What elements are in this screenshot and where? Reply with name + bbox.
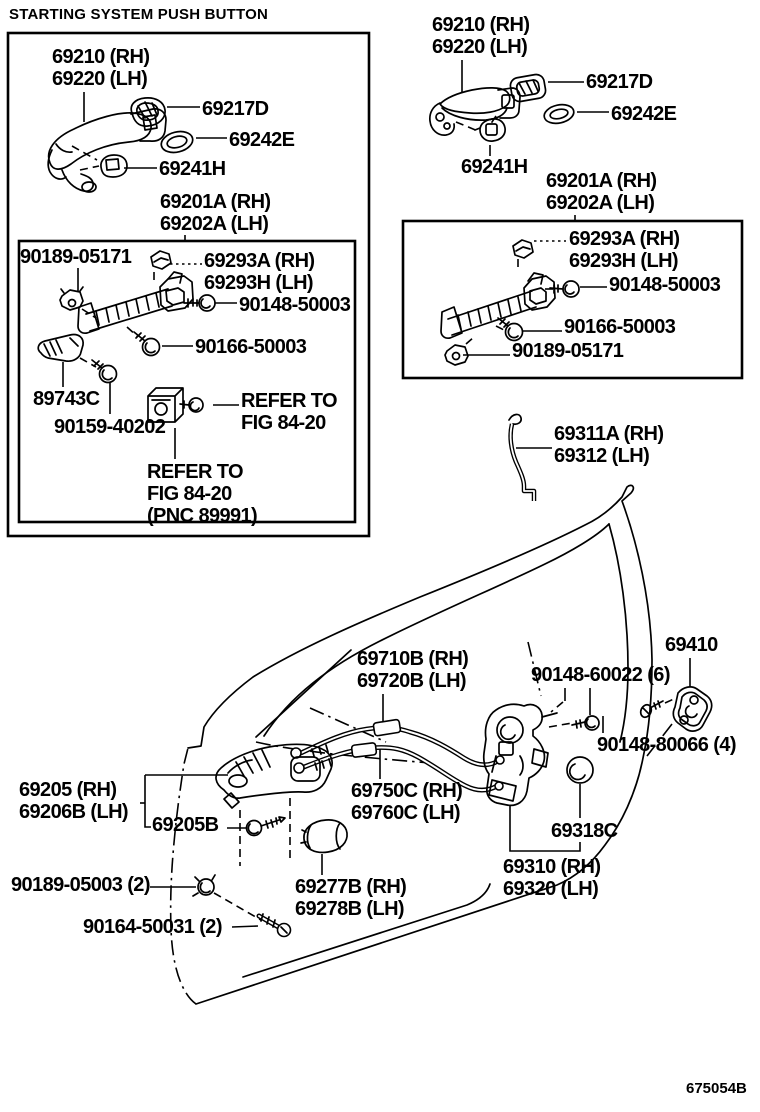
screw-90166-50003-left-drawing <box>133 331 161 357</box>
part-label-handle-cap-left: 69241H <box>159 158 226 180</box>
handle-pad-right-drawing <box>543 103 575 125</box>
part-label-screw-69205b: 69205B <box>152 814 219 836</box>
screw-90148-80066-drawing <box>639 700 664 719</box>
part-label-handle-cover-right: 69217D <box>586 71 653 93</box>
lever-89743c-drawing <box>37 333 84 362</box>
door-panel-drawing <box>169 484 673 1005</box>
part-label-handle-cover-left: 69217D <box>202 98 269 120</box>
bezel-69277b-drawing <box>300 819 348 854</box>
clip-90189-05003-drawing <box>192 874 216 897</box>
diagram-title: STARTING SYSTEM PUSH BUTTON <box>9 6 269 23</box>
handle-cover-right-drawing <box>509 73 547 103</box>
part-label-inside-handle: 69205 (RH) 69206B (LH) <box>19 779 129 823</box>
screw-90148-50003-left-drawing <box>183 294 216 312</box>
part-label-clip-90189-05171-left: 90189-05171 <box>20 246 132 268</box>
lock-rod-drawing <box>508 413 537 501</box>
part-label-lever-89743c: 89743C <box>33 388 100 410</box>
handle-cap-left-drawing <box>100 154 128 178</box>
handle-cover-left-drawing <box>130 97 166 127</box>
callout-box-left <box>6 31 371 538</box>
screw-90166-50003-right-drawing <box>497 317 524 342</box>
handle-pad-left-drawing <box>160 130 194 154</box>
callout-box-left-inner <box>17 239 357 524</box>
frame-bracket-left-drawing <box>77 271 194 335</box>
clip-69293-left-drawing <box>150 250 172 270</box>
part-label-clip-90189-05003: 90189-05003 (2) <box>11 874 151 896</box>
part-label-striker-69410: 69410 <box>665 634 718 656</box>
part-label-clip-69293-left: 69293A (RH) 69293H (LH) <box>204 250 315 294</box>
screw-90148-50003-right-drawing <box>549 280 580 298</box>
part-label-refer-fig-84-20: REFER TO FIG 84-20 <box>241 390 338 434</box>
frame-bracket-right-drawing <box>440 272 556 340</box>
grommet-69318c-drawing <box>566 756 594 784</box>
outside-handle-left-drawing <box>47 108 167 193</box>
part-label-cable-upper: 69710B (RH) 69720B (LH) <box>357 648 469 692</box>
part-label-cable-lower: 69750C (RH) 69760C (LH) <box>351 780 463 824</box>
clip-69293-right-drawing <box>512 239 534 259</box>
screw-90164-50031-drawing <box>256 913 292 938</box>
handle-cap-right-drawing <box>474 118 506 142</box>
part-label-refer-fig-84-20-pnc: REFER TO FIG 84-20 (PNC 89991) <box>147 461 258 527</box>
part-label-grommet-69318c: 69318C <box>551 820 618 842</box>
outside-handle-right-drawing <box>429 87 521 136</box>
part-label-screw-90166-50003-left: 90166-50003 <box>195 336 307 358</box>
assembly-dashed-lines <box>71 115 677 921</box>
figure-code: 675054B <box>686 1080 747 1097</box>
part-label-screw-90164-50031: 90164-50031 (2) <box>83 916 223 938</box>
part-label-handle-cap-right: 69241H <box>461 156 528 178</box>
part-label-lock-rod: 69311A (RH) 69312 (LH) <box>554 423 664 467</box>
part-label-handle-frame-right: 69201A (RH) 69202A (LH) <box>546 170 657 214</box>
part-label-handle-pad-left: 69242E <box>229 129 295 151</box>
inside-handle-drawing <box>215 743 333 809</box>
part-label-clip-69293-right: 69293A (RH) 69293H (LH) <box>569 228 680 272</box>
part-label-screw-90148-80066: 90148-80066 (4) <box>597 734 737 756</box>
part-label-door-lock: 69310 (RH) 69320 (LH) <box>503 856 601 900</box>
part-label-outside-handle-right: 69210 (RH) 69220 (LH) <box>432 14 530 58</box>
lock-cables-drawing <box>290 718 505 793</box>
clip-90189-05171-right-drawing <box>444 344 469 366</box>
callout-box-right <box>401 219 744 380</box>
part-label-bezel-69277b: 69277B (RH) 69278B (LH) <box>295 876 407 920</box>
screw-90159-40202-drawing <box>91 359 118 384</box>
push-button-sensor-drawing <box>147 387 204 423</box>
part-label-screw-90148-50003-left: 90148-50003 <box>239 294 351 316</box>
part-label-outside-handle-left: 69210 (RH) 69220 (LH) <box>52 46 150 90</box>
part-label-screw-90159-40202: 90159-40202 <box>54 416 166 438</box>
part-label-handle-frame-left: 69201A (RH) 69202A (LH) <box>160 191 271 235</box>
striker-69410-drawing <box>672 686 713 732</box>
screw-69205b-drawing <box>245 816 286 837</box>
part-label-screw-90148-50003-right: 90148-50003 <box>609 274 721 296</box>
leader-lines <box>62 60 691 928</box>
bolt-90148-60022-drawing <box>571 715 600 731</box>
part-label-screw-90166-50003-right: 90166-50003 <box>564 316 676 338</box>
door-lock-drawing <box>482 703 558 807</box>
part-label-handle-pad-right: 69242E <box>611 103 677 125</box>
part-label-clip-90189-05171-right: 90189-05171 <box>512 340 624 362</box>
part-label-bolt-90148-60022: 90148-60022 (6) <box>531 664 671 686</box>
